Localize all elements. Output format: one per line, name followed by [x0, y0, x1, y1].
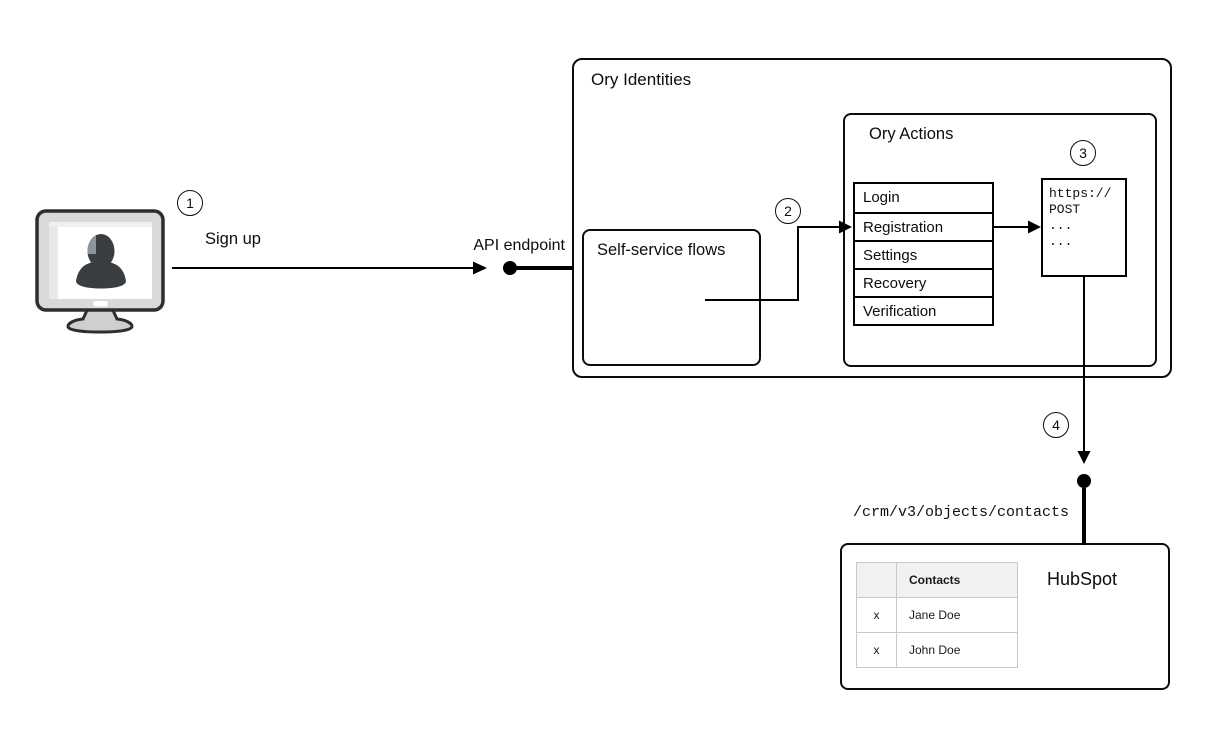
api-endpoint-node-icon [503, 261, 517, 275]
monitor-button [93, 301, 108, 307]
step-badge-3-number: 3 [1079, 145, 1087, 161]
contact-2-name: John Doe [896, 632, 1018, 668]
step-badge-2-number: 2 [784, 203, 792, 219]
step-badge-4-number: 4 [1052, 417, 1060, 433]
contact-1-mark: x [856, 597, 897, 633]
person-head-highlight [87, 235, 96, 254]
self-service-flows-box: Self-service flows [582, 229, 761, 366]
user-terminal-icon [35, 208, 165, 334]
step-badge-3: 3 [1070, 140, 1096, 166]
code-line-url: https:// [1049, 186, 1112, 201]
step-badge-1-number: 1 [186, 195, 194, 211]
step-badge-2: 2 [775, 198, 801, 224]
flow-row-registration: Registration [855, 212, 992, 240]
webhook-code-box: https:// POST ... ... [1041, 178, 1127, 277]
contacts-header-blank [856, 562, 897, 598]
self-service-flows-title: Self-service flows [597, 241, 726, 259]
code-line-ellipsis-2: ... [1049, 234, 1073, 249]
ory-actions-title: Ory Actions [869, 125, 954, 143]
contacts-header-row: Contacts [856, 562, 1018, 598]
step-badge-4: 4 [1043, 412, 1069, 438]
crm-path-label: /crm/v3/objects/contacts [852, 504, 1069, 521]
screen-shade-top [49, 222, 152, 227]
step-badge-1: 1 [177, 190, 203, 216]
signup-arrowhead-icon [473, 261, 487, 275]
flow-row-verification: Verification [855, 296, 992, 324]
ory-identities-title: Ory Identities [591, 70, 692, 89]
sign-up-label: Sign up [205, 230, 261, 248]
contacts-header-label: Contacts [896, 562, 1018, 598]
hubspot-title: HubSpot [1047, 569, 1118, 589]
contact-2-mark: x [856, 632, 897, 668]
monitor-stand [66, 306, 134, 334]
contact-1-name: Jane Doe [896, 597, 1018, 633]
webhook-down-arrowhead-icon [1077, 451, 1091, 464]
api-endpoint-label: API endpoint [473, 237, 565, 254]
code-line-method: POST [1049, 202, 1081, 217]
contacts-row-1: x Jane Doe [856, 597, 1018, 633]
screen-shade-left [49, 222, 58, 299]
hubspot-endpoint-node-icon [1077, 474, 1091, 488]
flow-row-recovery: Recovery [855, 268, 992, 296]
code-line-ellipsis-1: ... [1049, 218, 1073, 233]
flow-table: Login Registration Settings Recovery Ver… [853, 182, 994, 326]
flow-row-login: Login [855, 184, 992, 212]
person-shoulders [76, 261, 126, 289]
contacts-table: Contacts x Jane Doe x John Doe [856, 562, 1018, 668]
contacts-row-2: x John Doe [856, 632, 1018, 668]
flow-row-settings: Settings [855, 240, 992, 268]
